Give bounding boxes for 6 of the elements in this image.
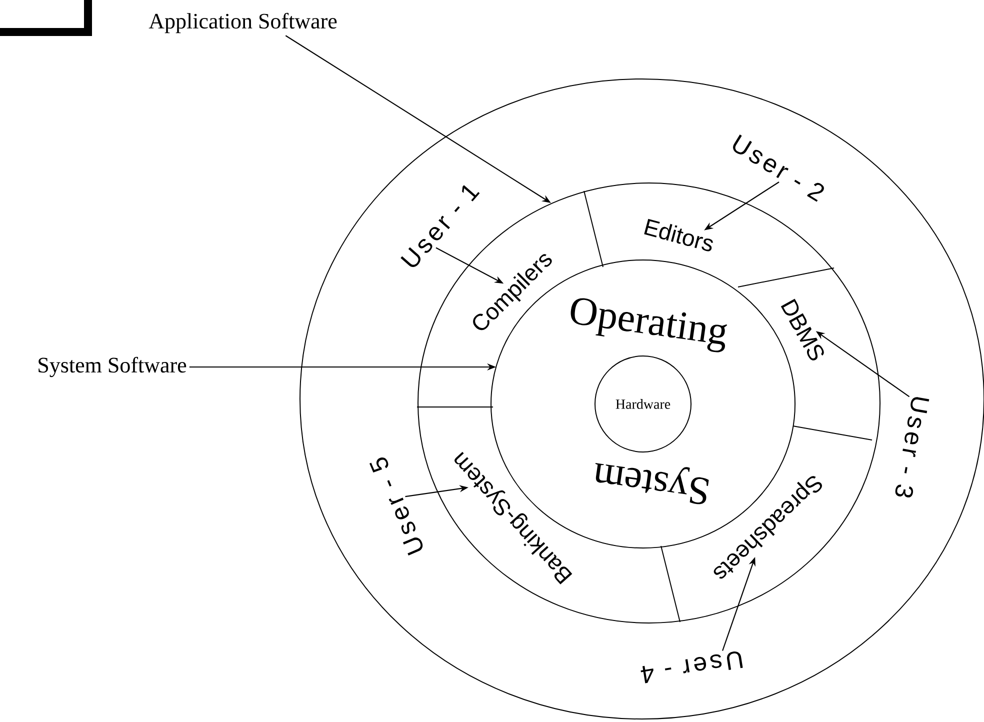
user-label: User - 4 xyxy=(640,652,743,684)
segment-label: Editors xyxy=(644,218,713,252)
callout-label: Application Software xyxy=(148,12,337,34)
user-label: User - 5 xyxy=(370,457,423,556)
callout-label: System Software xyxy=(38,356,186,378)
user-label: User - 3 xyxy=(895,397,930,498)
